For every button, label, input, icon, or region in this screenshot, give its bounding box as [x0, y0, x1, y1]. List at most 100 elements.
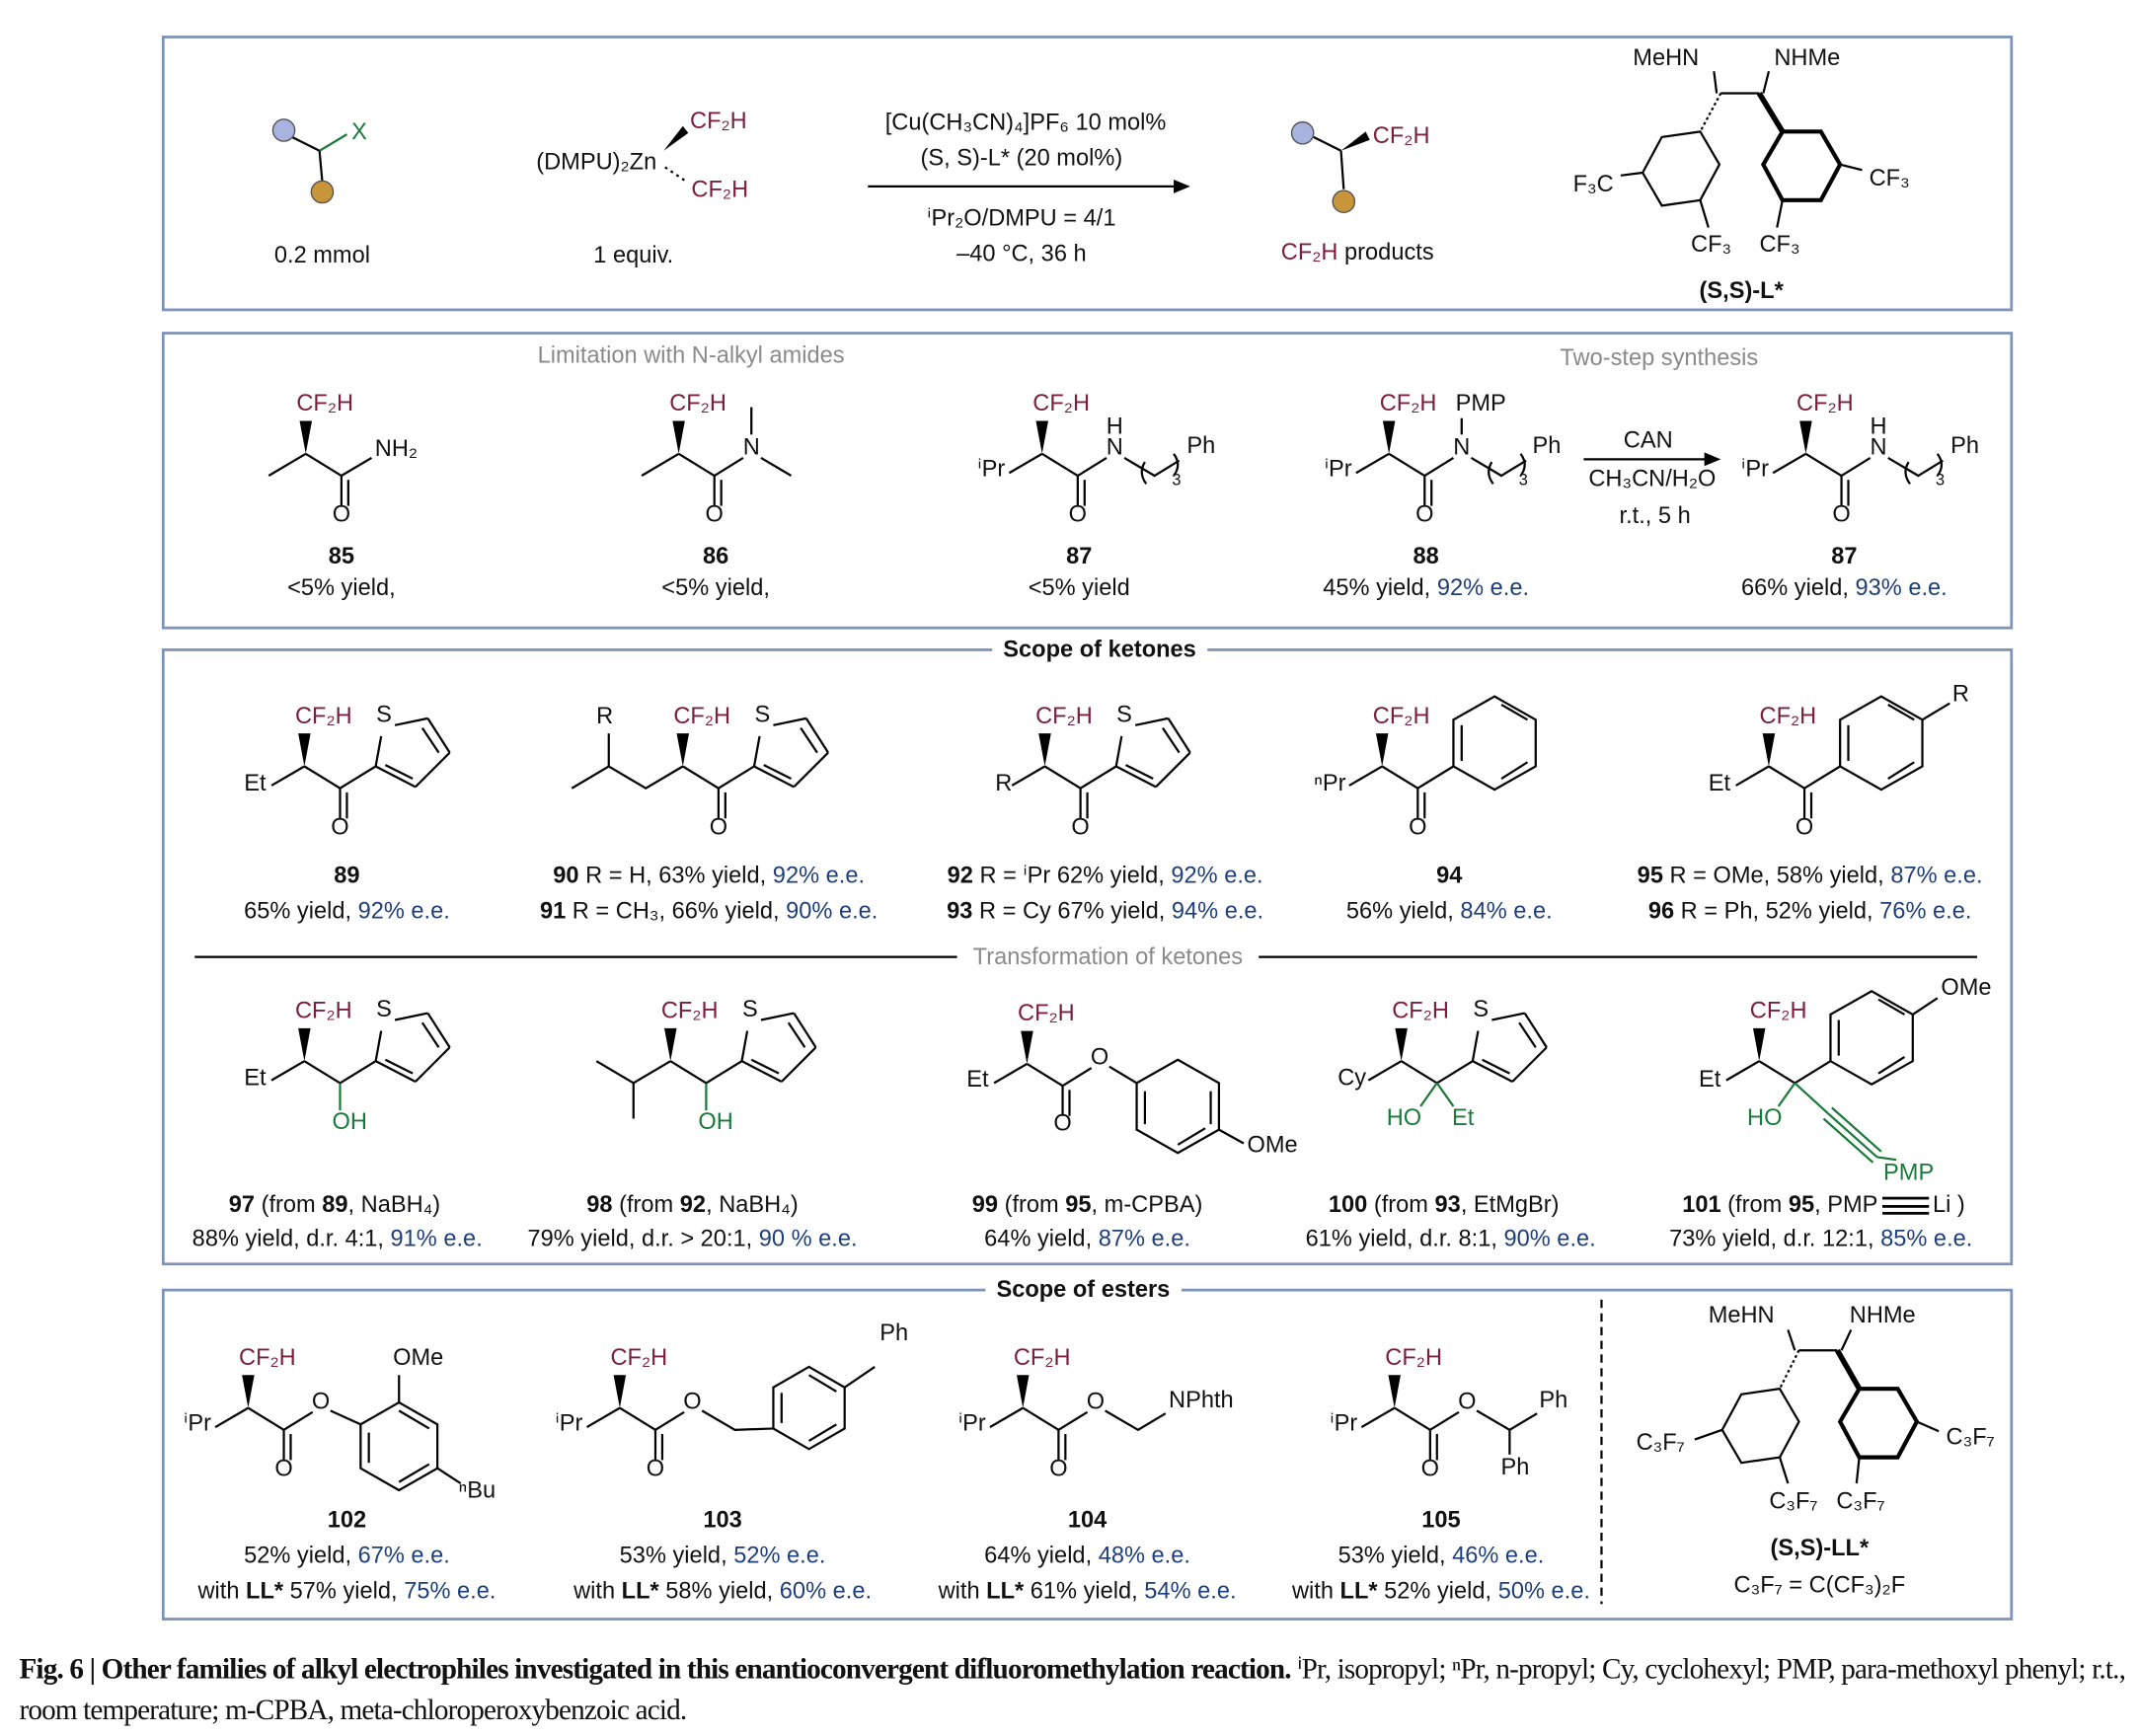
ketones-header: Scope of ketones	[992, 636, 1207, 664]
compound-yield: 65% yield, 92% e.e.	[244, 897, 450, 925]
ipr-label: ⁱPr	[1330, 1409, 1358, 1437]
compound-result: 95 R = OMe, 58% yield, 87% e.e.	[1637, 862, 1983, 889]
compound-yield: 52% yield, 67% e.e.	[244, 1542, 450, 1569]
zn-cf2h-2: CF₂H	[691, 176, 749, 202]
cf2h-label: CF₂H	[660, 997, 719, 1023]
o-label: O	[1053, 1109, 1072, 1136]
s-label: S	[376, 701, 392, 727]
compound-yield: 56% yield, 84% e.e.	[1345, 897, 1553, 925]
zn-cf2h-1: CF₂H	[690, 108, 747, 134]
compound-number: 86	[702, 543, 729, 569]
compound-99-bonds	[992, 1030, 1245, 1155]
cf2h-label: CF₂H	[1013, 1344, 1071, 1371]
compound-101-bonds	[1724, 990, 1939, 1164]
cf2h-label: CF₂H	[1385, 1344, 1443, 1371]
compound-result: 88% yield, d.r. 4:1, 91% e.e.	[191, 1225, 483, 1252]
compound-88-bonds	[1354, 417, 1527, 507]
caption-text: ⁱPr, isopropyl; ⁿPr, n-propyl; Cy, cyclo…	[19, 1651, 2126, 1726]
s-label: S	[376, 996, 392, 1022]
two-step-header: Two-step synthesis	[1560, 344, 1759, 371]
step-solvent: CH₃CN/H₂O	[1588, 465, 1717, 491]
compound-number: 105	[1421, 1506, 1461, 1534]
ligand-ll-bonds	[1694, 1328, 1940, 1484]
et-label: Et	[966, 1066, 989, 1093]
products-label: CF₂H products	[1280, 239, 1434, 265]
caption-title: Fig. 6 | Other families of alkyl electro…	[19, 1651, 1291, 1686]
compound-yield: 45% yield, 92% e.e.	[1323, 574, 1530, 601]
o-label: O	[1415, 500, 1434, 528]
compound-result: 79% yield, d.r. > 20:1, 90 % e.e.	[527, 1225, 858, 1252]
o-label: O	[1795, 813, 1814, 840]
ligand-mehn: MeHN	[1633, 44, 1700, 71]
ll-c3f7: C₃F₇	[1636, 1429, 1685, 1456]
cf2h-label: CF₂H	[1032, 390, 1091, 416]
o-label: O	[709, 813, 728, 840]
compound-number: 88	[1413, 543, 1439, 569]
o-label: O	[683, 1388, 702, 1414]
ph-label: Ph	[1539, 1387, 1568, 1413]
cf2h-label: CF₂H	[1796, 390, 1854, 416]
compound-number: 94	[1436, 862, 1463, 889]
compound-yield: <5% yield	[1028, 574, 1130, 601]
cf2h-label: CF₂H	[669, 390, 726, 416]
cf2h-label: CF₂H	[1018, 1000, 1075, 1026]
compound-source: 98 (from 92, NaBH₄)	[586, 1191, 799, 1218]
subscript-3: 3	[1935, 470, 1946, 490]
compound-source: 100 (from 93, EtMgBr)	[1328, 1191, 1560, 1218]
ipr-label: ⁱPr	[184, 1409, 211, 1437]
o-label: O	[331, 813, 349, 840]
compound-result: 93 R = Cy 67% yield, 94% e.e.	[947, 897, 1264, 925]
ll-c3f7: C₃F₇	[1946, 1423, 1995, 1450]
o-label: O	[332, 500, 351, 528]
compound-102-bonds	[213, 1375, 462, 1492]
compound-yield: 66% yield, 93% e.e.	[1740, 574, 1948, 601]
ligand-f3c: F₃C	[1572, 170, 1614, 197]
cf2h-label: CF₂H	[1379, 390, 1437, 416]
et-label: Et	[1708, 769, 1731, 796]
ll-nhme: NHMe	[1849, 1301, 1916, 1328]
s-label: S	[1116, 701, 1132, 727]
ligand-cf3: CF₃	[1759, 231, 1800, 258]
cf2h-label: CF₂H	[610, 1344, 668, 1371]
compound-result: 90 R = H, 63% yield, 92% e.e.	[553, 862, 866, 889]
ligand-loading: (S, S)-L* (20 mol%)	[920, 144, 1123, 171]
compound-yield: <5% yield,	[661, 574, 770, 601]
ll-mehn: MeHN	[1708, 1301, 1775, 1328]
et-label: Et	[1452, 1103, 1475, 1131]
o-label: O	[1049, 1455, 1068, 1481]
cf2h-label: CF₂H	[239, 1344, 296, 1371]
cf2h-label: CF₂H	[1372, 702, 1430, 729]
h-label: H	[1870, 413, 1887, 440]
ph-label: Ph	[1950, 432, 1980, 459]
cf2h-label: CF₂H	[673, 702, 731, 729]
cf2h-label: CF₂H	[294, 997, 352, 1023]
solvent: ⁱPr₂O/DMPU = 4/1	[927, 204, 1116, 232]
triple-bond-icon	[1881, 1196, 1929, 1215]
compound-100-bonds	[1367, 1012, 1549, 1107]
n-label: N	[1453, 433, 1471, 461]
et-label: Et	[244, 1064, 267, 1092]
esters-header: Scope of esters	[985, 1276, 1182, 1305]
ll-definition: C₃F₇ = C(CF₃)₂F	[1733, 1571, 1906, 1598]
compound-number: 87	[1066, 543, 1093, 569]
zinc-reagent: (DMPU)₂Zn	[536, 148, 657, 176]
compound-number: 85	[328, 543, 355, 569]
limitation-header: Limitation with N-alkyl amides	[537, 341, 845, 368]
o-label: O	[646, 1455, 665, 1481]
compound-yield: <5% yield,	[287, 574, 396, 601]
figure-caption: Fig. 6 | Other families of alkyl electro…	[19, 1648, 2130, 1730]
ipr-label: ⁱPr	[1741, 455, 1769, 483]
r-label: R	[995, 769, 1013, 796]
ome-label: OMe	[393, 1344, 444, 1371]
o-label: O	[1071, 813, 1090, 840]
ligand-nhme: NHMe	[1774, 44, 1841, 71]
reagent-equiv: 1 equiv.	[593, 242, 674, 268]
s-label: S	[1473, 996, 1490, 1022]
n-label: N	[1106, 433, 1123, 461]
cf2h-label: CF₂H	[1759, 702, 1817, 729]
n-label: N	[742, 433, 760, 461]
o-label: O	[1458, 1388, 1477, 1414]
compound-97-bonds	[269, 1012, 451, 1111]
scheme-reactant-bonds	[291, 133, 348, 182]
pmp-label: PMP	[1883, 1159, 1935, 1185]
